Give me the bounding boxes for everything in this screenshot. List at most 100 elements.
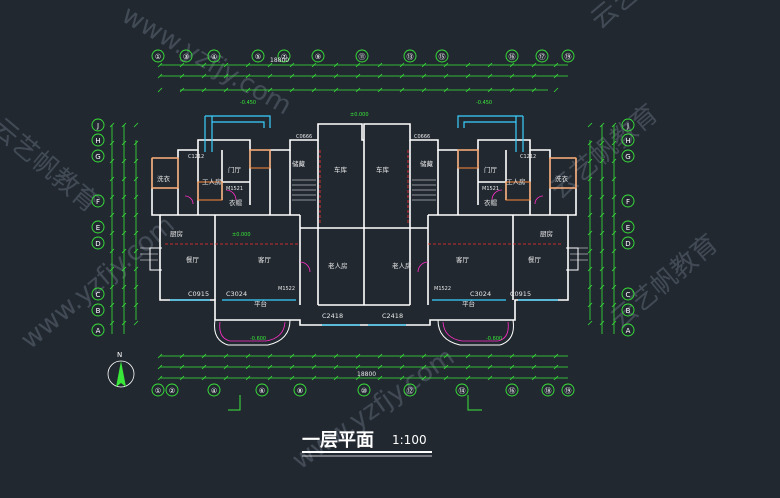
dim-tick [201, 364, 207, 370]
dim-tick [333, 375, 339, 381]
axis-right-label: G [625, 153, 630, 161]
dim-tick [311, 353, 317, 359]
axis-top-label: ⑪ [359, 53, 366, 61]
dim-tick [377, 62, 383, 68]
axis-top-label: ⑬ [407, 53, 414, 61]
axis-right-bubble [621, 118, 635, 132]
level-marker-5: -0.600 [250, 336, 266, 342]
terrace-railings [219, 321, 509, 342]
axis-top-bubble [207, 49, 221, 63]
dim-tick [133, 302, 139, 308]
axis-top-bubble [505, 49, 519, 63]
dim-tick [611, 140, 617, 146]
axis-right-bubble [621, 287, 635, 301]
dim-tick [611, 230, 617, 236]
dim-tick [121, 212, 127, 218]
dim-tick [333, 62, 339, 68]
windows [170, 115, 558, 326]
dim-tick [611, 266, 617, 272]
room-label-elder-r: 老人房 [392, 261, 412, 270]
dimension-lines [111, 64, 615, 379]
dim-tick [289, 62, 295, 68]
dim-tick [333, 364, 339, 370]
dim-tick [599, 320, 605, 326]
room-label-cloak-r: 衣帽 [484, 198, 498, 207]
axis-left-label: F [96, 198, 100, 206]
dim-tick [289, 73, 295, 79]
watermark-1: 云艺帆教育 [0, 112, 104, 219]
axis-left-bubble [91, 303, 105, 317]
dim-tick [599, 194, 605, 200]
level-marker-4: ±0.000 [232, 232, 251, 238]
room-label-servant-r: 工人房 [506, 177, 526, 186]
dim-tick [377, 364, 383, 370]
dim-tick [179, 364, 185, 370]
dim-tick [311, 87, 317, 93]
north-label: N [117, 351, 122, 359]
dim-tick [587, 248, 593, 254]
dim-tick [443, 73, 449, 79]
dim-tick [267, 375, 273, 381]
dim-tick [245, 62, 251, 68]
dim-tick [133, 122, 139, 128]
axis-right-bubble [621, 323, 635, 337]
watermark-3: 云艺帆教育 [585, 0, 704, 35]
dimension-ticks [109, 62, 617, 381]
dim-tick [611, 212, 617, 218]
dim-tick [223, 73, 229, 79]
axis-right-bubble [621, 220, 635, 234]
axis-left-bubble [91, 287, 105, 301]
dim-tick [109, 284, 115, 290]
axis-top-label: ① [155, 53, 161, 61]
dim-tick [133, 194, 139, 200]
axis-bottom-bubble [255, 383, 269, 397]
dim-tick [509, 364, 515, 370]
dim-tick [121, 122, 127, 128]
room-label-wash-r: 洗衣 [555, 174, 569, 183]
dim-tick [421, 62, 427, 68]
dim-tick [179, 375, 185, 381]
dim-tick [157, 87, 163, 93]
axis-right-label: D [625, 240, 630, 248]
dim-tick [179, 62, 185, 68]
dim-tick [531, 364, 537, 370]
dim-tick [553, 62, 559, 68]
dim-tick [443, 375, 449, 381]
dim-tick [223, 353, 229, 359]
label-m1522-left: M1522 [278, 286, 295, 292]
element-labels: C3024 C3024 C0915 C0915 C2418 C2418 C066… [188, 134, 536, 320]
axis-bottom-label: ⑲ [565, 387, 572, 395]
dim-tick [465, 87, 471, 93]
dim-tick [311, 375, 317, 381]
dim-tick [267, 73, 273, 79]
dim-tick [109, 194, 115, 200]
dim-tick [487, 364, 493, 370]
axis-bottom-label: ④ [211, 387, 217, 395]
axis-right-label: B [626, 307, 631, 315]
dim-tick [487, 62, 493, 68]
axis-left-bubble [91, 323, 105, 337]
dim-tick [611, 248, 617, 254]
dim-tick [487, 73, 493, 79]
dim-tick [121, 140, 127, 146]
axis-top-bubble [561, 49, 575, 63]
dim-tick [587, 266, 593, 272]
dim-tick [443, 87, 449, 93]
dim-tick [487, 87, 493, 93]
room-label-terrace-r: 平台 [462, 299, 475, 308]
room-label-kitchen-r: 厨房 [540, 229, 553, 238]
doors [184, 189, 544, 273]
dim-tick [509, 73, 515, 79]
dim-tick [531, 375, 537, 381]
dim-tick [531, 353, 537, 359]
axis-right-label: J [626, 122, 629, 130]
room-label-dining-r: 餐厅 [528, 255, 542, 264]
dim-tick [333, 353, 339, 359]
axis-top-bubble [151, 49, 165, 63]
dim-tick [509, 353, 515, 359]
level-marker-6: -0.600 [486, 336, 502, 342]
dim-tick [611, 320, 617, 326]
dim-tick [223, 364, 229, 370]
